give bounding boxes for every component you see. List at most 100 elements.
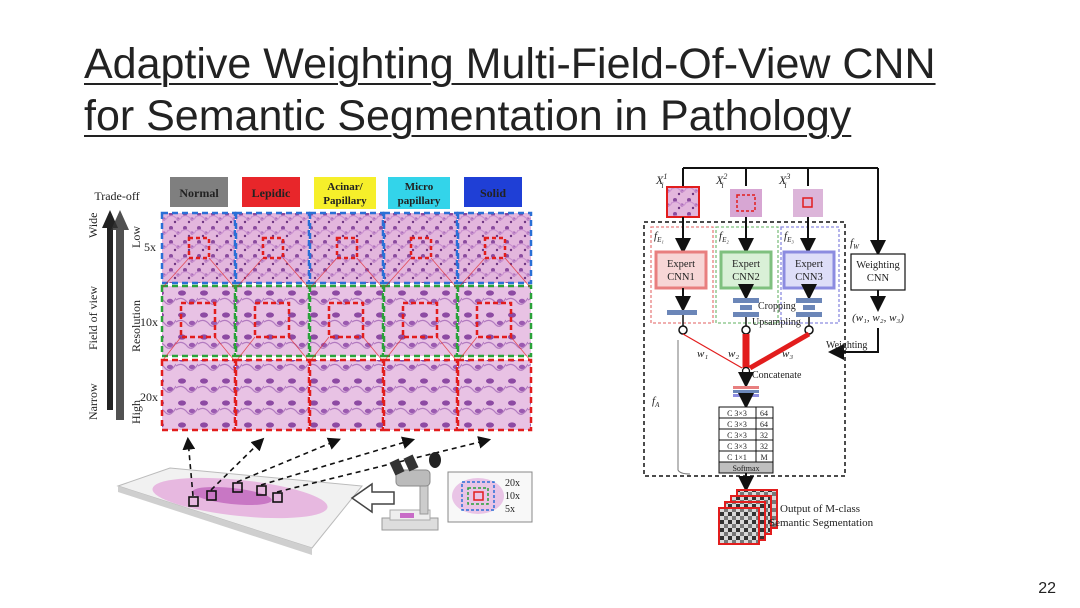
class-header-bg [464, 177, 522, 207]
fov-axis-label: Field of view [86, 286, 100, 350]
row-label-20x: 20x [140, 390, 158, 404]
output-label-line1: Output of M-class [780, 503, 860, 515]
expert-f-label-2: fE₂ [719, 230, 729, 244]
res-axis-label: Resolution [129, 300, 143, 352]
inset-label-20x: 20x [505, 478, 520, 489]
expert-1-line2: CNN1 [667, 272, 694, 283]
sample-box [232, 482, 243, 493]
magnification-inset: 20x 10x 5x [447, 471, 533, 523]
inset-box-10x [467, 487, 489, 505]
weighting-cnn-line2: CNN [867, 273, 890, 284]
layer-op-3: C 3×3 [727, 431, 747, 440]
class-header-normal: Normal [170, 177, 228, 207]
concat-feature-stack [733, 386, 759, 397]
class-header-bg [388, 177, 450, 209]
tissue-image [382, 284, 459, 358]
layer-ch-3: 32 [760, 431, 768, 440]
expert-cnn-3 [782, 250, 836, 290]
row-label-5x: 5x [144, 240, 156, 254]
w1-label: w₁ [697, 348, 708, 360]
expert-3-line1: Expert [795, 259, 823, 270]
left-figure: Trade-off Wide Field of view Narrow Low … [86, 177, 533, 555]
class-header-lepidic: Lepidic [242, 177, 300, 207]
w3-label: w₃ [782, 348, 793, 360]
tissue-image [160, 284, 237, 358]
input-patch-1 [666, 186, 700, 218]
input-patch-3 [793, 189, 823, 217]
tissue-image [308, 358, 385, 432]
w2-label: w₂ [728, 348, 739, 360]
fa-bracket [677, 340, 691, 475]
class-header-text-1: Normal [179, 186, 219, 200]
softmax-label: Softmax [732, 464, 759, 473]
class-header-solid: Solid [464, 177, 522, 207]
cropping-label: Cropping [758, 301, 796, 312]
fa-label: fA [652, 395, 660, 409]
class-header-micropapillary: Micro papillary [388, 177, 450, 209]
expert-f-label-3: fE₃ [784, 230, 794, 244]
tissue-image [456, 211, 533, 285]
crop-box [335, 236, 359, 260]
class-header-bg [314, 177, 376, 209]
weight-node-2 [741, 325, 751, 335]
output-label-line2: Semantic Segmentation [769, 517, 874, 529]
page-number: 22 [1038, 580, 1056, 597]
crop-upsample-block-2 [733, 298, 759, 317]
row-label-10x: 10x [140, 315, 158, 329]
expert-3-line2: CNN3 [795, 272, 822, 283]
crop-box [736, 194, 756, 212]
concatenate-label: Concatenate [752, 370, 802, 381]
slide-title: Adaptive Weighting Multi-Field-Of-View C… [84, 38, 1044, 142]
class-header-bg [170, 177, 228, 207]
whole-slide-image [116, 436, 492, 555]
crop-box [261, 236, 285, 260]
tissue-image [308, 284, 385, 358]
layer-op-4: C 3×3 [727, 442, 747, 451]
tissue-image [308, 211, 385, 285]
title-line-1: Adaptive Weighting Multi-Field-Of-View C… [84, 40, 936, 88]
class-header-text-2: papillary [398, 195, 441, 207]
microscope-icon [381, 452, 441, 531]
fov-bottom-label: Narrow [86, 383, 100, 420]
class-header-bg [242, 177, 300, 207]
tissue-image [234, 284, 311, 358]
crop-box [187, 236, 211, 260]
tissue-image [382, 211, 459, 285]
weight-node-1 [678, 325, 688, 335]
weighting-label: Weighting [826, 340, 867, 351]
tissue-image [160, 358, 237, 432]
expert-box-3 [780, 226, 840, 324]
layer-op-5: C 1×1 [727, 453, 747, 462]
layer-op-2: C 3×3 [727, 420, 747, 429]
fov-arrow-icon [102, 210, 118, 410]
layer-ch-1: 64 [760, 409, 768, 418]
concat-node [741, 366, 751, 376]
crop-box [475, 301, 513, 339]
class-header-text-1: Micro [405, 181, 434, 193]
tissue-image [234, 211, 311, 285]
fw-label: fW [850, 237, 860, 251]
class-header-text-2: Papillary [323, 195, 367, 207]
class-header-text-1: Acinar/ [327, 181, 363, 193]
tissue-image [382, 358, 459, 432]
inset-box-5x [461, 481, 495, 511]
expert-cnn-1 [654, 250, 708, 290]
sample-box [206, 490, 217, 501]
title-line-2: for Semantic Segmentation in Pathology [84, 92, 852, 140]
expert-2-line2: CNN2 [732, 272, 759, 283]
res-top-label: Low [129, 226, 143, 248]
left-arrow-icon [350, 482, 395, 514]
layer-ch-2: 64 [760, 420, 768, 429]
inset-box-20x [473, 491, 484, 501]
fov-top-label: Wide [86, 212, 100, 238]
layer-ch-4: 32 [760, 442, 768, 451]
weights-tuple: (w₁, w₂, w₃) [852, 312, 904, 324]
crop-box [327, 301, 365, 339]
sample-box [188, 496, 199, 507]
inset-label-10x: 10x [505, 491, 520, 502]
layer-table: C 3×3 64 C 3×3 64 C 3×3 32 C 3×3 32 C 1×… [718, 406, 774, 474]
tissue-image [456, 358, 533, 432]
